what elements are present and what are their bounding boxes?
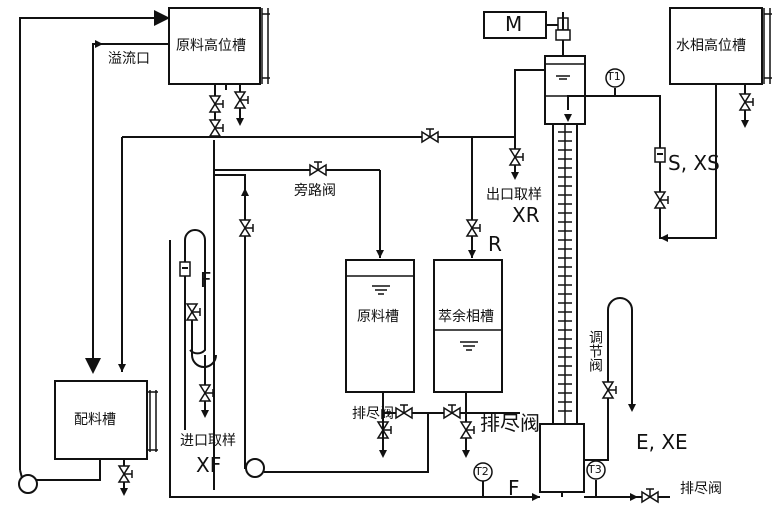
high-tank-drain-valve[interactable] xyxy=(234,91,249,109)
raffinate-tank-valve[interactable] xyxy=(443,404,461,419)
main-feed-valve[interactable] xyxy=(421,128,439,143)
outlet-sampling-valve[interactable] xyxy=(509,148,524,166)
t1-sensor xyxy=(605,68,625,88)
t2-label: T2 xyxy=(475,465,489,478)
inlet-sampling-label: 进口取样 xyxy=(180,433,236,449)
overflow-label: 溢流口 xyxy=(108,51,150,67)
motor-label: M xyxy=(505,12,523,36)
raffinate-drain-label: 排尽阀 xyxy=(480,411,540,435)
water-tank-drain-valve[interactable] xyxy=(739,93,754,111)
inlet-sampling-valve[interactable] xyxy=(199,384,214,402)
mixing-tank xyxy=(54,380,148,460)
feed-tank-drain-valve[interactable] xyxy=(377,421,392,439)
feed-outlet-valve[interactable] xyxy=(209,95,224,113)
feed-high-tank xyxy=(168,7,261,85)
feed-drain-label: 排尽阀 xyxy=(352,406,394,422)
feed-tank-label: 原料槽 xyxy=(357,309,399,325)
xr-label: XR xyxy=(512,203,540,227)
raffinate-drain-valve[interactable] xyxy=(460,421,475,439)
feed-high-tank-label: 原料高位槽 xyxy=(176,38,246,54)
f-feed-label: F xyxy=(508,476,520,500)
r-label: R xyxy=(488,232,502,256)
column-drain-label: 排尽阀 xyxy=(680,481,722,497)
feed-tank xyxy=(345,259,415,393)
s-label: S, XS xyxy=(668,151,720,175)
water-high-tank xyxy=(669,7,763,85)
water-flow-valve[interactable] xyxy=(654,191,669,209)
column-drain-valve[interactable] xyxy=(641,488,659,503)
water-high-tank-label: 水相高位槽 xyxy=(676,38,746,54)
mixing-tank-label: 配料槽 xyxy=(74,412,116,428)
t1-label: T1 xyxy=(607,70,621,83)
transfer-pump xyxy=(245,458,265,478)
column-top-settler xyxy=(544,55,586,125)
bypass-valve-label: 旁路阀 xyxy=(294,183,336,199)
column-disks xyxy=(558,131,572,412)
feed-pump-discharge-line xyxy=(19,10,170,470)
t3-label: T3 xyxy=(588,463,602,476)
t2-sensor xyxy=(473,462,493,482)
raffinate-tank-label: 萃余相槽 xyxy=(438,309,494,325)
outlet-sampling-label: 出口取样 xyxy=(486,187,542,203)
raffinate-valve[interactable] xyxy=(466,219,481,237)
rotameter-valve[interactable] xyxy=(186,303,201,321)
f-rotameter-label: F xyxy=(200,268,212,292)
regulating-valve-label: 调节阀 xyxy=(587,330,603,372)
t3-sensor xyxy=(586,460,606,480)
xf-label: XF xyxy=(196,453,222,477)
pump-return-valve[interactable] xyxy=(239,219,254,237)
column-bottom-settler xyxy=(539,423,585,493)
feed-pump xyxy=(18,474,38,494)
regulating-valve[interactable] xyxy=(602,381,617,399)
e-label: E, XE xyxy=(636,430,688,454)
overflow-line xyxy=(85,43,168,374)
raffinate-tank xyxy=(433,259,503,393)
bypass-valve[interactable] xyxy=(309,161,327,176)
motor xyxy=(483,11,547,39)
mixing-drain-valve[interactable] xyxy=(118,465,133,483)
feed-tank-valve[interactable] xyxy=(395,404,413,419)
header-valve[interactable] xyxy=(209,119,224,137)
